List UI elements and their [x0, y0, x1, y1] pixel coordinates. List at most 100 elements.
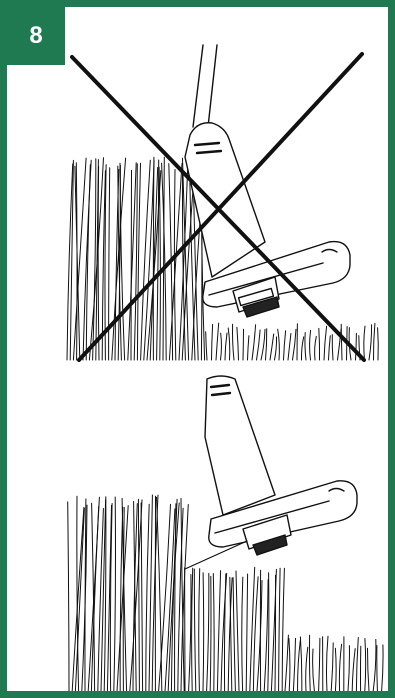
- grass-blade: [310, 330, 311, 360]
- grass-blade: [246, 574, 247, 691]
- grass-blade: [243, 329, 244, 360]
- grass-blade: [237, 327, 239, 360]
- grass-blade: [364, 326, 365, 360]
- grass-blade: [300, 637, 301, 691]
- grass-blade: [293, 638, 295, 691]
- grass-blade: [242, 577, 243, 691]
- grass-blade: [149, 495, 152, 691]
- grass-blade: [324, 326, 327, 360]
- grass-blade: [210, 576, 211, 691]
- grass-blade: [252, 325, 256, 360]
- grass-blade: [248, 336, 249, 360]
- grass-blade: [228, 328, 230, 360]
- grass-blade: [131, 170, 132, 360]
- grass-blade: [352, 649, 355, 691]
- grass-blade: [225, 333, 227, 360]
- incorrect-cutting-illustration: [67, 45, 378, 360]
- grass-blade: [382, 645, 383, 691]
- grass-blade: [261, 329, 265, 360]
- grass-blade: [257, 330, 261, 360]
- grass-blade: [217, 571, 220, 691]
- grass-blade: [216, 323, 219, 360]
- cut-grass: [185, 567, 285, 691]
- grass-blade: [289, 639, 290, 692]
- grass-blade: [309, 635, 310, 691]
- grass-blade: [373, 639, 376, 691]
- grass-blade: [98, 166, 99, 360]
- grass-blade: [278, 329, 280, 360]
- grass-blade: [365, 639, 366, 692]
- grass-blade: [298, 641, 301, 692]
- grass-blade: [138, 499, 139, 691]
- grass-blade: [86, 165, 90, 360]
- grass-blade: [93, 159, 96, 360]
- trimmer-shaft: [193, 45, 217, 127]
- grass-blade: [159, 167, 160, 360]
- grass-blade: [341, 324, 342, 360]
- grass-blade: [68, 502, 69, 691]
- grass-blade: [232, 324, 234, 360]
- tall-grass: [67, 157, 205, 360]
- grass-blade: [163, 157, 164, 360]
- grass-blade: [356, 333, 357, 360]
- grass-blade: [275, 575, 276, 691]
- grass-blade: [199, 569, 200, 691]
- grass-blade: [153, 157, 154, 360]
- grass-blade: [141, 503, 143, 691]
- grass-blade: [192, 568, 193, 691]
- grass-blade: [282, 568, 284, 691]
- grass-blade: [146, 504, 149, 691]
- grass-blade: [207, 573, 209, 691]
- grass-blade: [301, 337, 303, 360]
- grass-blade: [114, 497, 116, 691]
- grass-blade: [98, 509, 104, 692]
- grass-blade: [335, 648, 336, 691]
- grass-blade: [284, 331, 286, 360]
- grass-blade: [253, 577, 258, 691]
- grass-blade: [356, 638, 358, 692]
- grass-blade: [288, 334, 291, 361]
- grass-blade: [213, 574, 214, 692]
- grass-blade: [373, 323, 374, 360]
- grass-blade: [203, 573, 204, 691]
- grass-blade: [369, 325, 372, 360]
- grass-blade: [224, 574, 225, 691]
- grass-blade: [279, 568, 281, 691]
- grass-blade: [332, 335, 333, 360]
- grass-blade: [368, 648, 370, 691]
- grass-blade: [157, 497, 162, 691]
- grass-blade: [270, 334, 274, 360]
- short-grass: [206, 323, 379, 360]
- grass-blade: [233, 578, 235, 691]
- grass-blade: [257, 581, 262, 692]
- grass-blade: [189, 575, 191, 692]
- grass-blade: [293, 329, 297, 360]
- grass-blade: [137, 163, 140, 360]
- grass-blade: [305, 333, 306, 361]
- grass-blade: [221, 333, 222, 360]
- grass-blade: [326, 636, 328, 691]
- grass-blade: [339, 644, 341, 691]
- grass-blade: [315, 336, 317, 360]
- grass-blade: [206, 332, 207, 360]
- grass-blade: [175, 504, 176, 691]
- grass-blade: [212, 325, 213, 361]
- grass-blade: [378, 328, 379, 360]
- grass-blade: [348, 646, 349, 691]
- illustration-canvas: [7, 7, 388, 691]
- grass-blade: [319, 638, 320, 691]
- grass-blade: [109, 168, 110, 360]
- correct-cutting-illustration: [68, 376, 383, 691]
- grass-blade: [377, 646, 378, 691]
- grass-blade: [264, 580, 268, 691]
- grass-blade: [331, 643, 333, 691]
- tall-grass: [68, 495, 189, 691]
- grass-blade: [236, 571, 239, 691]
- grass-blade: [194, 569, 196, 691]
- grass-blade: [285, 635, 288, 691]
- grass-blade: [319, 328, 320, 360]
- trimmer-head: [185, 376, 357, 569]
- grass-blade: [306, 647, 308, 691]
- grass-blade: [266, 329, 267, 360]
